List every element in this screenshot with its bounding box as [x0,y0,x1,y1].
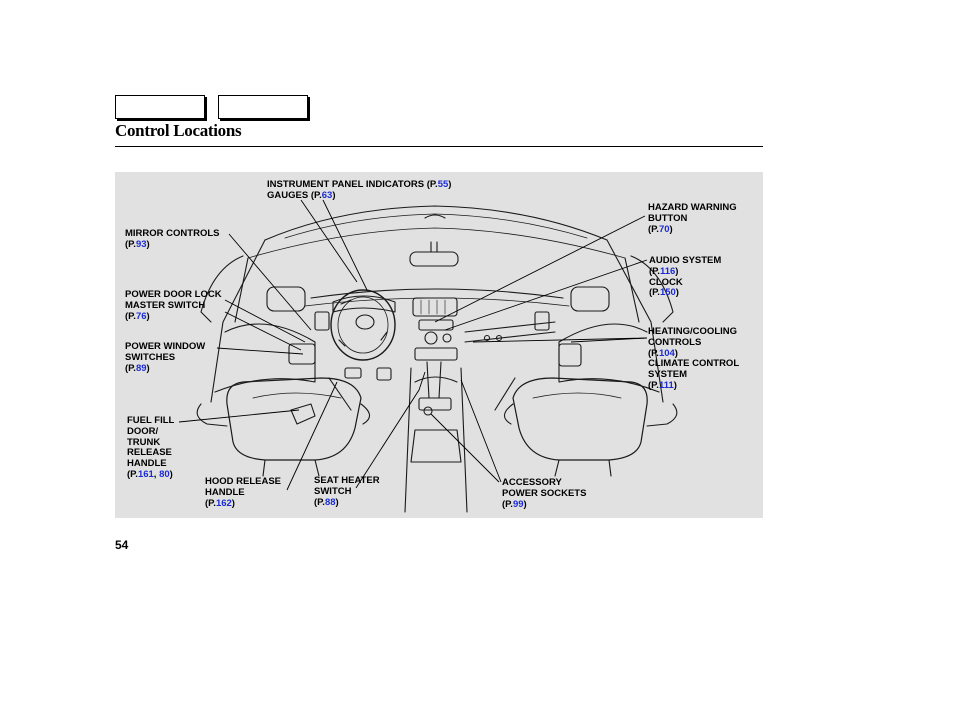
page-prefix: P. [651,379,659,391]
page-link-93[interactable]: 93 [135,238,147,250]
page-prefix: P. [652,287,660,299]
page-prefix: P. [652,265,660,277]
page-prefix: P. [130,468,138,480]
callout-fuel-fill-line2: DOOR/ [127,425,159,437]
callout-seat-heater-line1: SEAT HEATER [314,475,380,486]
page-link-55[interactable]: 55 [437,179,449,190]
callout-heating-climate: HEATING/COOLING CONTROLS (P.104) CLIMATE… [648,326,740,391]
page-link-111[interactable]: 111 [658,379,674,391]
callout-gauges: GAUGES (P.63) [267,190,336,201]
page-prefix: P. [317,496,325,508]
car-interior-illustration [196,205,678,513]
page-prefix: P. [651,347,659,359]
callout-clock-label: CLOCK [649,276,683,288]
callout-audio-clock: AUDIO SYSTEM (P.116) CLOCK (P.150) [649,255,722,299]
callout-power-door-lock-line1: POWER DOOR LOCK [125,289,222,300]
callout-accessory-power-line2: POWER SOCKETS [502,487,587,499]
page-prefix: P. [429,179,438,190]
page-link-76[interactable]: 76 [135,310,147,322]
page-prefix: P. [128,362,136,374]
page-prefix: P. [128,238,136,250]
page-link-88[interactable]: 88 [324,496,336,508]
page-link-63[interactable]: 63 [321,190,333,201]
callout-seat-heater-line2: SWITCH [314,485,352,497]
callout-fuel-fill-line5: HANDLE [127,458,167,470]
page-link-89[interactable]: 89 [135,362,147,374]
control-locations-diagram: INSTRUMENT PANEL INDICATORS (P.55) GAUGE… [115,172,763,518]
page-link-162[interactable]: 162 [215,497,232,509]
callout-gauges-label: GAUGES [267,190,309,201]
callout-hood-release-line1: HOOD RELEASE [205,476,282,487]
header-tab-1[interactable] [115,95,205,119]
callout-power-door-lock-line2: MASTER SWITCH [125,299,206,311]
page-link-161[interactable]: 161 [137,468,154,480]
callout-accessory-power-line1: ACCESSORY [502,477,562,488]
callout-instrument-panel-indicators-label: INSTRUMENT PANEL INDICATORS [267,179,425,190]
page-link-70[interactable]: 70 [658,223,670,235]
callout-heating-cooling-line2: CONTROLS [648,336,702,348]
page-link-99[interactable]: 99 [512,498,524,510]
callout-accessory-power: ACCESSORY POWER SOCKETS (P.99) [502,477,587,510]
callout-hazard-warning-line2: BUTTON [648,212,688,224]
page-prefix: P. [208,497,216,509]
callout-fuel-fill-line4: RELEASE [127,447,172,459]
callout-fuel-fill-line1: FUEL FILL [127,415,175,426]
title-divider [115,146,763,147]
page-link-116[interactable]: 116 [659,265,676,277]
page-prefix: P. [314,190,322,201]
page-link-80[interactable]: 80 [159,468,170,480]
page-prefix: P. [505,498,513,510]
callout-seat-heater: SEAT HEATER SWITCH (P.88) [314,475,380,508]
page-title: Control Locations [115,121,242,140]
callout-climate-control-line2: SYSTEM [648,369,688,381]
callout-leader-lines [178,199,648,491]
header-tab-2[interactable] [218,95,308,119]
callout-hood-release: HOOD RELEASE HANDLE (P.162) [205,476,282,509]
callout-audio-system-label: AUDIO SYSTEM [649,255,722,266]
callout-power-door-lock: POWER DOOR LOCK MASTER SWITCH (P.76) [125,289,222,322]
callout-power-window-line2: SWITCHES [125,351,176,363]
callout-power-window: POWER WINDOW SWITCHES (P.89) [125,341,206,374]
callout-instrument-panel-indicators: INSTRUMENT PANEL INDICATORS (P.55) [267,179,452,190]
page-link-150[interactable]: 150 [659,287,676,299]
callout-mirror-controls-label: MIRROR CONTROLS [125,228,220,239]
callout-mirror-controls: MIRROR CONTROLS (P.93) [125,228,220,250]
callout-hazard-warning: HAZARD WARNING BUTTON (P.70) [648,202,737,235]
callout-fuel-fill-line3: TRUNK [127,436,161,448]
page-prefix: P. [651,223,659,235]
page-number: 54 [115,538,129,552]
callout-hazard-warning-line1: HAZARD WARNING [648,202,737,213]
page-link-104[interactable]: 104 [658,347,675,359]
callout-heating-cooling-line1: HEATING/COOLING [648,326,738,337]
callout-climate-control-line1: CLIMATE CONTROL [648,358,740,370]
callout-hood-release-line2: HANDLE [205,486,245,498]
callout-power-window-line1: POWER WINDOW [125,341,206,352]
page-prefix: P. [128,310,136,322]
callout-fuel-fill: FUEL FILL DOOR/ TRUNK RELEASE HANDLE (P.… [127,415,175,480]
